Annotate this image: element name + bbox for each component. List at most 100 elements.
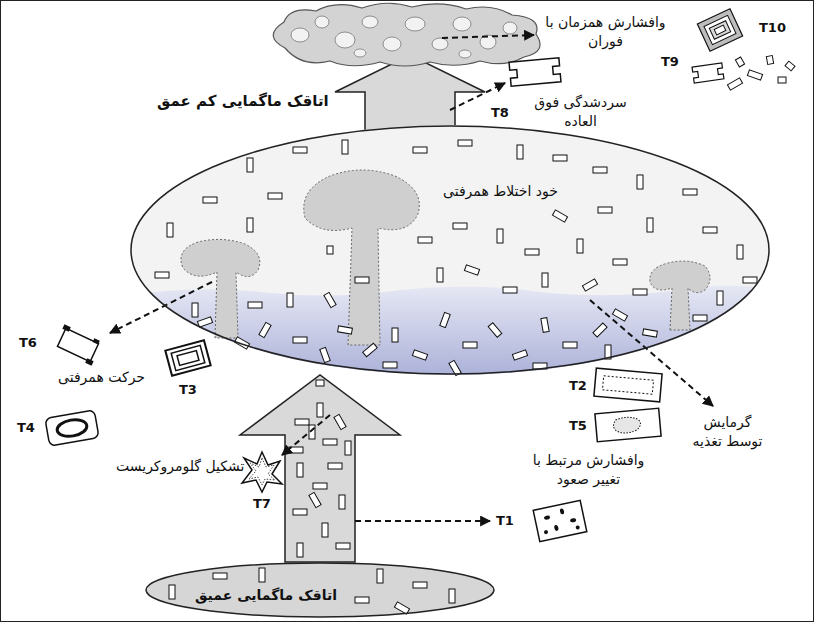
pointer-arrow <box>355 520 490 522</box>
crystal <box>647 218 653 232</box>
skeletal-crystal-icon <box>509 58 561 86</box>
crystal <box>440 312 450 327</box>
chamber-outline <box>146 563 494 617</box>
deep-chamber-crystals <box>169 568 455 614</box>
crystal <box>542 273 548 287</box>
crystal <box>213 573 227 579</box>
melt-inclusion-icon <box>533 500 587 541</box>
crystal <box>297 543 303 557</box>
crystal <box>413 147 427 153</box>
process-label: وافشارش مرتبط با تغییر صعود <box>526 451 651 489</box>
crystal <box>259 322 271 337</box>
chamber-title: اتاقک ماگمایی عمیق <box>195 586 337 604</box>
process-label: وافشارش همزمان با فوران <box>543 13 668 51</box>
crystal <box>317 403 323 417</box>
callout-number: T10 <box>759 19 786 37</box>
crystal <box>295 419 309 425</box>
rising-crystals <box>289 380 351 557</box>
callout-number: T6 <box>19 334 37 352</box>
callout-number: T3 <box>179 381 197 399</box>
crystal <box>197 317 212 327</box>
crystal <box>605 345 611 359</box>
crystal <box>552 210 567 222</box>
crystal <box>192 303 198 317</box>
chamber-title: اتاقک ماگمایی کم عمق <box>157 92 329 112</box>
crystal <box>322 523 328 537</box>
crystal <box>683 189 697 195</box>
resorbed-core-icon <box>45 410 99 446</box>
crystal <box>327 246 333 254</box>
crystal <box>268 193 282 199</box>
crystal <box>497 229 503 243</box>
crystal <box>247 158 253 172</box>
crystal <box>437 268 443 282</box>
crystal <box>293 337 307 343</box>
magma-ascent-arrow <box>240 375 400 562</box>
sieve-core-icon <box>595 408 661 441</box>
convective-plumes <box>181 170 710 345</box>
callout-number: T7 <box>253 495 271 513</box>
zoned-crystal-icon <box>697 9 742 51</box>
crystal <box>582 279 597 291</box>
pointer-arrow <box>442 35 534 38</box>
callout-number: T5 <box>569 417 587 435</box>
crystal <box>717 291 723 305</box>
crystal <box>449 360 461 375</box>
crystal <box>203 197 217 203</box>
crystal <box>517 145 523 159</box>
crystal <box>633 289 647 295</box>
crystal <box>309 492 321 507</box>
crystal <box>293 509 307 515</box>
crystal <box>453 223 467 229</box>
broken-crystals-icon <box>692 56 795 91</box>
crystal <box>377 569 383 583</box>
crystal <box>577 239 583 253</box>
chamber-crystals <box>155 140 757 376</box>
crystal <box>693 315 707 321</box>
crystal <box>703 227 717 233</box>
process-label: گرمایش توسط تغذیه <box>685 413 770 451</box>
crystal <box>563 342 577 348</box>
crystal <box>259 568 265 582</box>
crystal <box>394 602 409 614</box>
crystal <box>464 265 479 275</box>
crystal <box>383 362 397 368</box>
crystal <box>316 380 324 386</box>
crystal <box>612 309 627 321</box>
crystal <box>637 175 643 189</box>
crystal <box>418 237 432 243</box>
crystal <box>355 277 369 283</box>
shallow-magma-chamber: اتاقک ماگمایی کم عمق <box>130 125 770 375</box>
callout-number: T9 <box>661 53 679 71</box>
crystal <box>743 277 757 283</box>
crystal <box>336 543 350 549</box>
eruption-cloud <box>273 3 540 66</box>
crystal <box>598 207 612 213</box>
crystal <box>287 293 293 307</box>
crystal <box>342 140 348 154</box>
crystal <box>512 350 527 360</box>
crystal <box>339 495 345 509</box>
crystal <box>463 342 477 348</box>
crystal <box>293 147 307 153</box>
crystal <box>737 245 743 259</box>
crystal <box>449 589 455 603</box>
eruption-arrow <box>335 55 485 134</box>
crystal <box>525 249 539 255</box>
callout-number: T8 <box>491 104 509 122</box>
crystal <box>613 259 627 265</box>
crystal <box>248 302 262 308</box>
crystal <box>412 350 427 360</box>
crystal <box>234 337 249 349</box>
crystal <box>169 585 175 599</box>
crystal-with-attachments-icon <box>53 324 102 365</box>
crystal <box>533 363 547 369</box>
crystal <box>593 167 607 173</box>
deep-chamber-fill <box>146 563 494 617</box>
pointer-arrow <box>282 415 330 455</box>
crystal <box>320 347 330 362</box>
crystal <box>297 463 303 477</box>
